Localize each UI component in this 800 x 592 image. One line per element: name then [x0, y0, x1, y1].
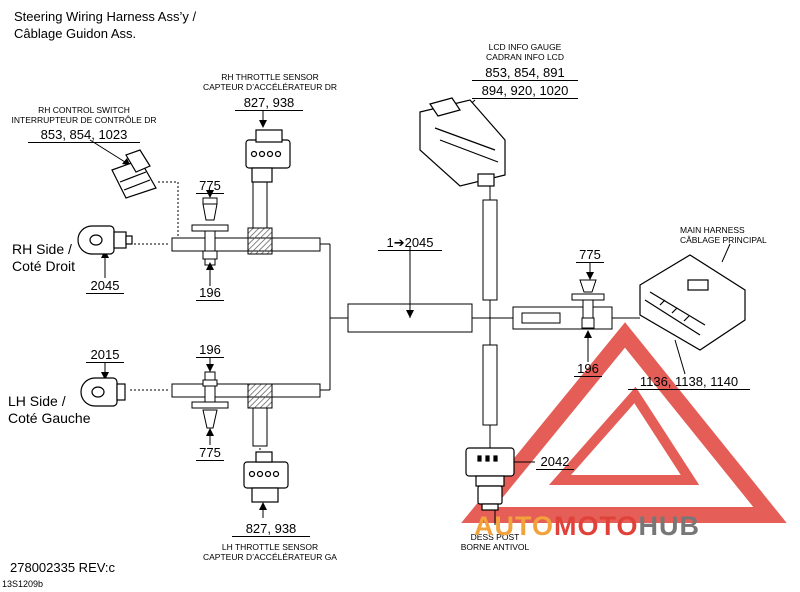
junction-blocks	[247, 227, 273, 409]
rh-clips	[191, 197, 229, 266]
lcd-gauge-connector	[419, 97, 506, 187]
main-harness-label-fr: CÂBLAGE PRINCIPAL	[680, 235, 767, 245]
title-line-1: Steering Wiring Harness Ass’y /	[14, 9, 197, 24]
dess-post-label-en: DESS POST	[470, 532, 520, 542]
watermark-text: AUTOMOTOHUB	[474, 513, 700, 540]
rh-switch-label-fr: INTERRUPTEUR DE CONTRÔLE DR	[11, 115, 157, 125]
title-line-2: Câblage Guidon Ass.	[14, 26, 137, 41]
rh-throttle-sensor-connector	[245, 129, 291, 183]
lh-clip-top-callout: 196	[196, 343, 224, 358]
lh-throttle-label-fr: CAPTEUR D’ACCÉLÉRATEUR GA	[203, 552, 337, 562]
harness-segments	[171, 181, 613, 447]
rh-throttle-parts: 827, 938	[235, 96, 303, 111]
rh-throttle-label-fr: CAPTEUR D’ACCÉLÉRATEUR DR	[203, 82, 337, 92]
main-harness-parts: 1136, 1138, 1140	[628, 375, 750, 390]
lh-side-label-2: Coté Gauche	[8, 410, 91, 426]
dess-post-label-fr: BORNE ANTIVOL	[460, 542, 530, 552]
lcd-gauge-parts-2: 894, 920, 1020	[472, 84, 578, 99]
dess-post-part: 2042	[536, 455, 574, 470]
lh-cap-part: 2015	[86, 348, 124, 363]
main-harness-label-en: MAIN HARNESS	[680, 225, 745, 235]
main-clip-top-callout: 775	[576, 248, 604, 263]
rh-clip-bottom-callout: 196	[196, 286, 224, 301]
rh-control-switch-connector	[111, 149, 157, 199]
harness-tape-callout: 1➔2045	[378, 236, 442, 251]
rh-switch-parts: 853, 854, 1023	[28, 128, 140, 143]
watermark-text-hub: HUB	[638, 511, 701, 541]
rh-cap-part: 2045	[86, 279, 124, 294]
lcd-gauge-parts-1: 853, 854, 891	[472, 66, 578, 81]
lh-clips	[191, 371, 229, 429]
lh-throttle-parts: 827, 938	[232, 522, 310, 537]
wiring-lines	[130, 160, 640, 455]
lcd-gauge-label-fr: CADRAN INFO LCD	[486, 52, 564, 62]
rh-cap-connector	[77, 225, 133, 255]
watermark-text-auto: AUTO	[474, 511, 555, 541]
lh-cap-connector	[80, 377, 126, 407]
watermark-text-moto: MOTO	[554, 511, 639, 541]
main-clip-bottom-callout: 196	[574, 362, 602, 377]
lh-throttle-label-en: LH THROTTLE SENSOR	[221, 542, 319, 552]
rh-side-label-1: RH Side /	[12, 241, 72, 257]
dess-post-connector	[465, 447, 515, 511]
watermark-logo	[461, 322, 787, 523]
figure-id: 13S1209b	[2, 579, 44, 589]
rh-clip-top-callout: 775	[196, 179, 224, 194]
lh-clip-bottom-callout: 775	[196, 446, 224, 461]
lh-throttle-sensor-connector	[243, 451, 289, 503]
lcd-gauge-label-en: LCD INFO GAUGE	[488, 42, 562, 52]
rh-throttle-label-en: RH THROTTLE SENSOR	[221, 72, 319, 82]
main-clips	[571, 279, 605, 329]
lh-side-label-1: LH Side /	[8, 393, 66, 409]
main-harness-connector	[639, 254, 746, 351]
document-number: 278002335 REV:c	[10, 560, 116, 575]
rh-side-label-2: Coté Droit	[12, 258, 76, 274]
rh-switch-label-en: RH CONTROL SWITCH	[38, 105, 130, 115]
